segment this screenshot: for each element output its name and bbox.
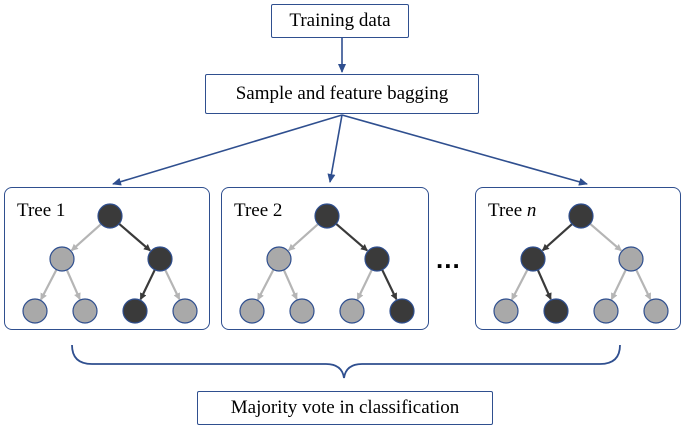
tree-node	[643, 298, 669, 324]
tree-graph	[239, 203, 415, 324]
tree-node	[593, 298, 619, 324]
tree-graph	[493, 203, 669, 324]
arrow-bagging-to-tree1	[112, 114, 343, 186]
tree-node	[389, 298, 415, 324]
training-data-label: Training data	[289, 10, 391, 31]
tree-edge	[257, 269, 275, 301]
tree-node	[493, 298, 519, 324]
tree-node	[520, 246, 546, 272]
tree-edge	[282, 269, 298, 301]
arrow-bagging-to-tree2	[327, 114, 343, 183]
tree-edge	[541, 223, 573, 252]
majority-vote-label: Majority vote in classification	[230, 397, 460, 418]
bagging-label: Sample and feature bagging	[235, 83, 449, 104]
tree-node	[364, 246, 390, 272]
tree-edge	[40, 269, 58, 301]
tree-node	[618, 246, 644, 272]
tree-node	[289, 298, 315, 324]
training-data-box: Training data	[271, 4, 409, 38]
tree-title: Tree 1	[17, 200, 66, 221]
tree-node	[147, 246, 173, 272]
tree-edge	[164, 269, 181, 301]
tree-node	[543, 298, 569, 324]
tree-node	[72, 298, 98, 324]
tree-edge	[335, 222, 368, 252]
tree-node	[22, 298, 48, 324]
tree-edge	[381, 269, 398, 301]
tree-edge	[118, 222, 151, 252]
tree-node	[122, 298, 148, 324]
majority-vote-box: Majority vote in classification	[197, 391, 493, 425]
tree-title: Tree n	[488, 200, 537, 221]
tree-node	[49, 246, 75, 272]
tree-edge	[610, 269, 627, 301]
tree-node	[266, 246, 292, 272]
bagging-box: Sample and feature bagging	[205, 74, 479, 114]
tree-edge	[356, 269, 373, 301]
tree-edge	[139, 269, 156, 301]
tree-node	[568, 203, 594, 229]
tree-edge	[589, 222, 622, 252]
tree-graph	[22, 203, 198, 324]
tree-panel-2: Tree 2	[221, 187, 429, 330]
tree-edge	[65, 269, 81, 301]
tree-node	[314, 203, 340, 229]
tree-panel-n: Tree n	[475, 187, 681, 330]
tree-edge	[287, 223, 319, 252]
tree-edge	[635, 269, 652, 301]
tree-node	[172, 298, 198, 324]
tree-title: Tree 2	[234, 200, 283, 221]
tree-node	[97, 203, 123, 229]
arrow-bagging-to-treen	[341, 114, 588, 186]
tree-node	[339, 298, 365, 324]
ellipsis: ...	[436, 244, 461, 274]
tree-edge	[511, 269, 529, 301]
tree-edge	[536, 269, 552, 301]
aggregate-brace	[71, 344, 621, 379]
tree-node	[239, 298, 265, 324]
tree-panel-1: Tree 1	[4, 187, 210, 330]
tree-edge	[70, 223, 102, 252]
